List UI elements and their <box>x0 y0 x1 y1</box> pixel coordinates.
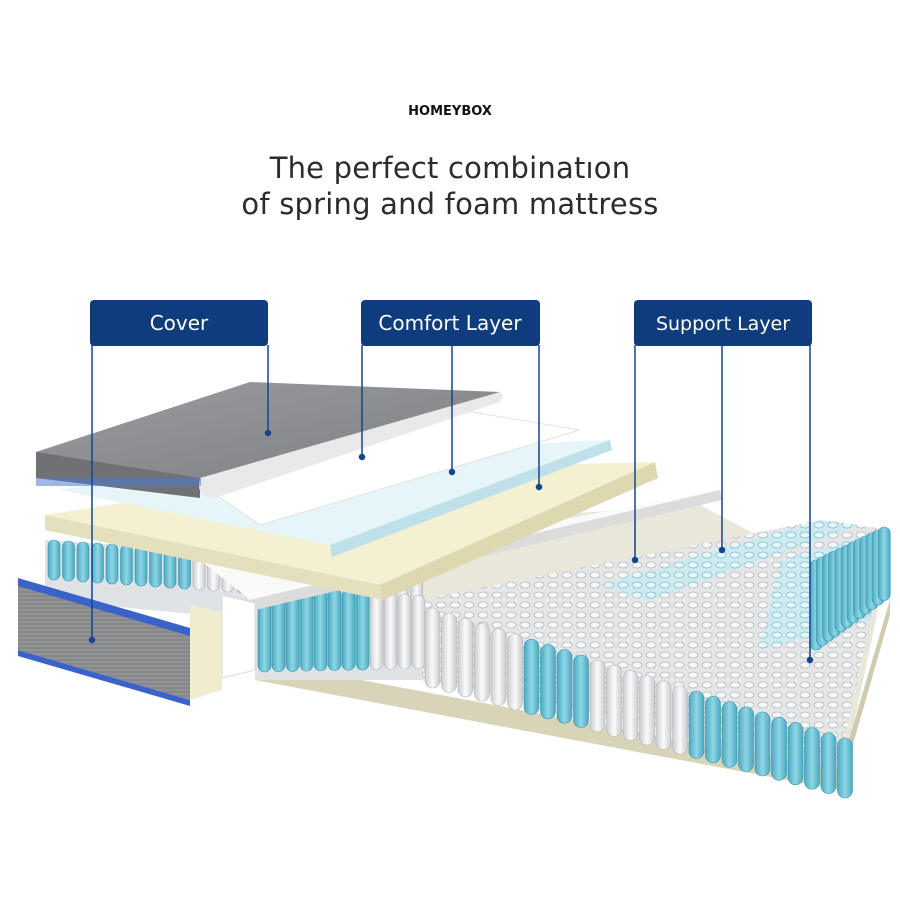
spring-coil <box>877 526 891 601</box>
spring-coil <box>540 644 556 720</box>
cover-side-panel <box>18 578 256 706</box>
spring-coil <box>411 594 426 670</box>
spring-coil <box>688 690 705 759</box>
spring-coil <box>672 685 688 755</box>
spring-coil <box>556 649 573 724</box>
spring-coil <box>490 628 507 706</box>
label-comfort-layer: Comfort Layer <box>361 300 540 346</box>
spring-coil <box>754 711 771 777</box>
spring-coil <box>639 675 655 746</box>
label-support-layer: Support Layer <box>634 300 812 346</box>
spring-coil <box>474 623 490 702</box>
spring-coil <box>134 545 148 587</box>
label-comfort-text: Comfort Layer <box>378 311 522 335</box>
leader-lines <box>88 345 814 664</box>
spring-coil <box>355 590 370 671</box>
spring-coil <box>397 593 412 670</box>
spring-coil <box>589 659 606 733</box>
spring-coil <box>457 618 474 698</box>
label-cover-text: Cover <box>150 311 209 335</box>
spring-coil <box>105 543 119 585</box>
spring-coil <box>804 727 820 790</box>
spring-coil <box>820 732 837 794</box>
spring-coil <box>738 706 754 772</box>
headline-line-2: of spring and foam mattress <box>241 187 659 221</box>
label-support-text: Support Layer <box>656 313 790 335</box>
spring-coil <box>622 670 639 742</box>
spring-coil <box>705 696 721 764</box>
spring-coil <box>655 680 672 750</box>
spring-coil <box>313 586 328 672</box>
spring-coil <box>573 654 589 728</box>
spring-coil <box>771 716 787 781</box>
spring-coil <box>369 591 384 670</box>
headline-line-1: The perfect combinatıon <box>269 151 631 185</box>
spring-columns <box>47 526 891 799</box>
spring-coil <box>837 737 853 799</box>
spring-coil <box>507 633 523 711</box>
spring-coil <box>787 722 804 786</box>
spring-coil <box>341 588 356 671</box>
headline: The perfect combinatıon of spring and fo… <box>0 150 900 222</box>
spring-coil <box>91 542 104 584</box>
spring-coil <box>721 701 738 768</box>
brand-name: HOMEYBOX <box>408 104 492 119</box>
spring-coil <box>47 539 61 581</box>
spring-coil <box>327 587 342 671</box>
spring-coil <box>441 612 457 693</box>
spring-coil <box>383 592 398 670</box>
spring-coil <box>606 664 622 737</box>
label-cover: Cover <box>90 300 268 346</box>
spring-coil <box>62 540 75 582</box>
spring-coil <box>76 541 90 583</box>
spring-coil <box>120 544 133 586</box>
spring-coil <box>523 638 540 715</box>
spring-coil <box>424 607 441 689</box>
